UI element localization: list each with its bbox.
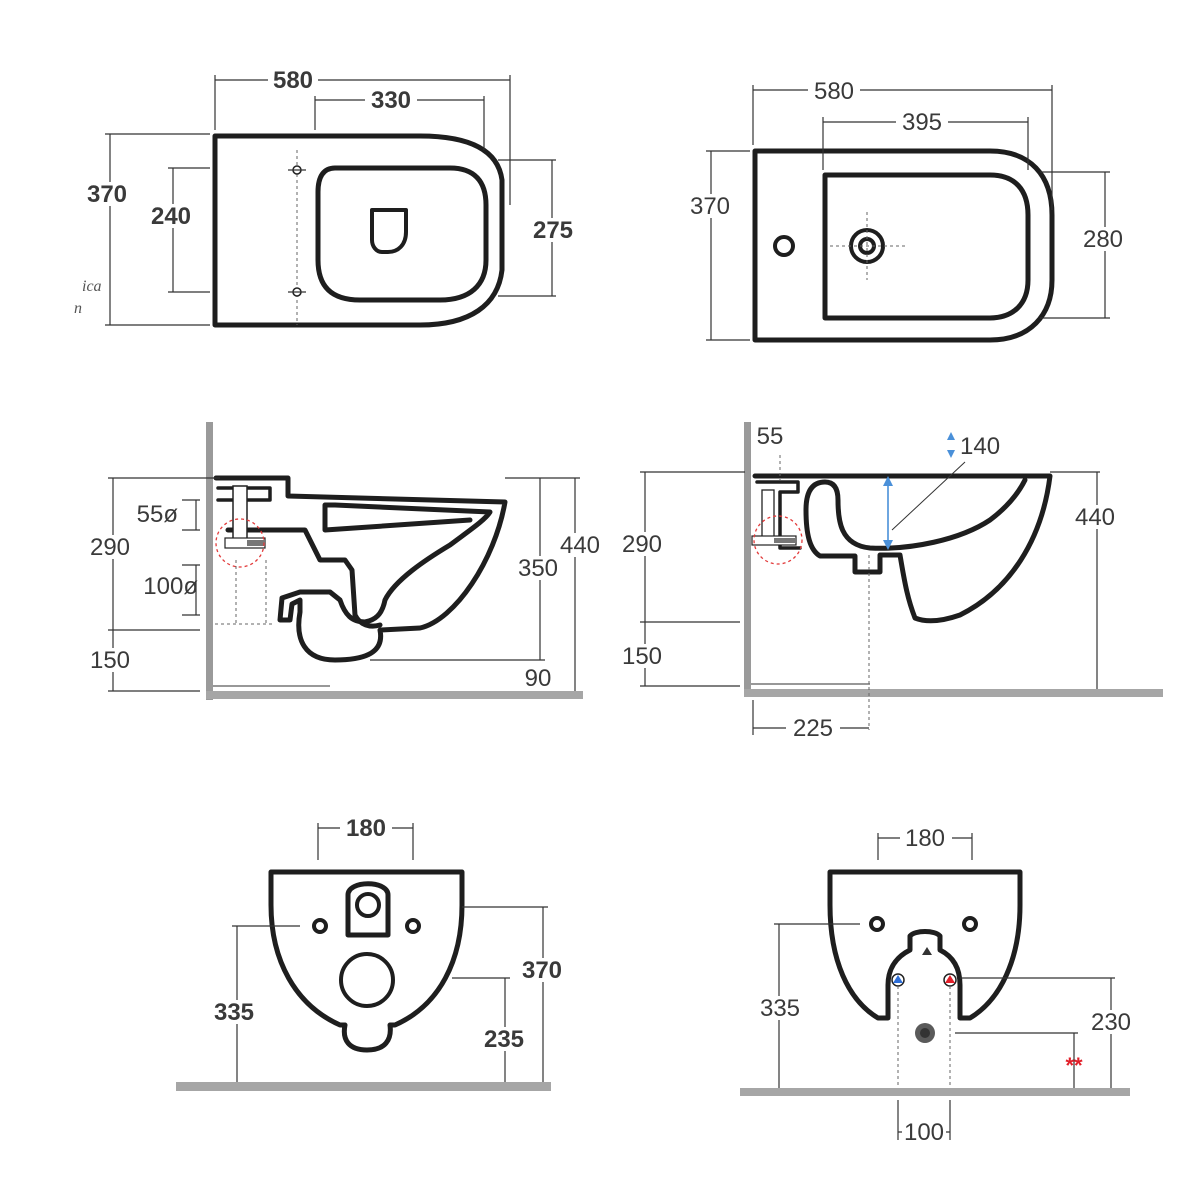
wc-side-rim-to-outlet-label: 350 bbox=[518, 555, 558, 582]
wc-top-cut-text-2: n bbox=[74, 300, 82, 317]
wc-side-view: 290 150 55ø 100ø 350 440 90 bbox=[85, 422, 606, 700]
bidet-back-drain-spacing-label: 100 bbox=[904, 1119, 944, 1146]
wc-back-outline bbox=[268, 869, 465, 1053]
bidet-back-fixing-spacing-label: 180 bbox=[905, 825, 945, 852]
bidet-top-outline bbox=[752, 148, 1055, 343]
bidet-side-view: 55 140 290 150 440 225 bbox=[615, 422, 1163, 742]
bidet-side-inlet-height-label: 290 bbox=[622, 531, 662, 558]
bidet-back-fixing-hole bbox=[869, 916, 885, 932]
bidet-back-view: 180 335 230 ** 100 bbox=[740, 825, 1138, 1146]
bidet-back-outline bbox=[827, 869, 1023, 1021]
bidet-back-vent-mark bbox=[922, 947, 932, 955]
wc-back-floor bbox=[176, 1082, 551, 1091]
wc-back-fixing-hole bbox=[312, 918, 328, 934]
wc-side-outlet-height-label: 150 bbox=[90, 647, 130, 674]
bidet-top-bowl-length-label: 395 bbox=[902, 109, 942, 136]
bidet-back-floor bbox=[740, 1088, 1130, 1096]
bidet-side-drain-projection-label: 225 bbox=[793, 715, 833, 742]
wc-side-inner-bowl bbox=[225, 527, 383, 629]
wc-top-outlet-hole bbox=[370, 208, 408, 254]
wc-side-outlet-diameter-label: 100ø bbox=[143, 573, 198, 600]
bidet-top-width-label: 370 bbox=[690, 193, 730, 220]
hot-water-icon bbox=[945, 975, 955, 983]
bidet-back-fixing-hole bbox=[962, 916, 978, 932]
wc-side-outline bbox=[213, 475, 508, 663]
bidet-top-length-label: 580 bbox=[814, 78, 854, 105]
wc-top-width-label: 370 bbox=[87, 181, 127, 208]
bidet-back-supply-height-label: 230 bbox=[1091, 1009, 1131, 1036]
wc-top-fixing-spacing-label: 240 bbox=[151, 203, 191, 230]
wc-top-seat-length-label: 330 bbox=[371, 87, 411, 114]
wc-side-drain-diameter-label: 55ø bbox=[137, 501, 179, 528]
wc-back-fixing-spacing-label: 180 bbox=[346, 815, 386, 842]
wc-side-rim-height-label: 440 bbox=[560, 532, 600, 559]
cold-water-icon bbox=[893, 975, 903, 983]
wc-back-fixing-height-label: 335 bbox=[214, 999, 254, 1026]
bidet-side-inlet bbox=[755, 480, 802, 550]
wc-side-detail-circle bbox=[215, 518, 265, 568]
bidet-side-wall bbox=[744, 422, 751, 697]
bidet-top-bowl bbox=[822, 172, 1031, 321]
bidet-side-wall-offset-label: 55 bbox=[757, 423, 784, 450]
wc-top-view: 580 330 370 240 275 ica n bbox=[74, 67, 580, 328]
wc-back-inlet-column bbox=[345, 881, 391, 938]
wc-side-wall bbox=[206, 422, 213, 700]
wc-top-length-label: 580 bbox=[273, 67, 313, 94]
wc-back-height-label: 370 bbox=[522, 957, 562, 984]
wc-back-outlet bbox=[339, 952, 395, 1008]
bidet-side-detail-circle bbox=[753, 515, 803, 565]
bidet-back-fixing-height-label: 335 bbox=[760, 995, 800, 1022]
wc-top-outline bbox=[212, 133, 505, 328]
bidet-top-view: 580 395 370 280 bbox=[684, 78, 1130, 343]
wc-back-inlet-hole bbox=[355, 892, 381, 918]
bidet-top-bowl-width-label: 280 bbox=[1083, 226, 1123, 253]
wc-side-inlet-height-label: 290 bbox=[90, 534, 130, 561]
bidet-side-rim-depth-label: 140 bbox=[960, 433, 1000, 460]
bidet-side-rim-height-label: 440 bbox=[1075, 504, 1115, 531]
bidet-top-tap-hole bbox=[773, 235, 795, 257]
wc-back-outlet-height-label: 235 bbox=[484, 1026, 524, 1053]
bidet-side-drain-height-label: 150 bbox=[622, 643, 662, 670]
wc-side-floor bbox=[206, 691, 583, 699]
bidet-side-floor bbox=[744, 689, 1163, 697]
wc-top-seat-width-label: 275 bbox=[533, 217, 573, 244]
bidet-back-note-mark: ** bbox=[1065, 1053, 1083, 1078]
wc-top-cut-text-1: ica bbox=[82, 278, 102, 295]
wc-top-bowl bbox=[315, 165, 489, 303]
wc-side-outlet-projection-label: 90 bbox=[525, 665, 552, 692]
bidet-side-outline bbox=[752, 473, 1053, 624]
wc-back-fixing-hole bbox=[405, 918, 421, 934]
wc-back-view: 180 335 370 235 bbox=[176, 815, 568, 1091]
